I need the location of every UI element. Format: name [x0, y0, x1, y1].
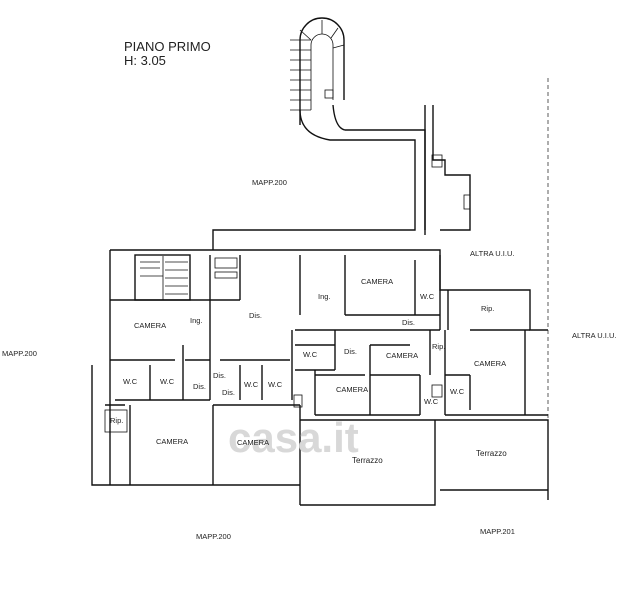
- plan-height: H: 3.05: [124, 53, 166, 68]
- label-dis-5: Dis.: [193, 382, 206, 391]
- room-labels: MAPP.200 MAPP.200 MAPP.200 MAPP.201 ALTR…: [2, 178, 616, 541]
- plan-title: PIANO PRIMO: [124, 39, 211, 54]
- label-dis-4: Dis.: [213, 371, 226, 380]
- label-wc-6: W.C: [268, 380, 283, 389]
- label-dis-2: Dis.: [402, 318, 415, 327]
- internal-walls: [104, 254, 548, 485]
- label-wc-2: W.C: [303, 350, 318, 359]
- label-mapp-200-bottom: MAPP.200: [196, 532, 231, 541]
- watermark: casa.it: [228, 414, 359, 461]
- label-wc-3: W.C: [123, 377, 138, 386]
- label-ing-1: Ing.: [318, 292, 331, 301]
- label-camera-2: CAMERA: [134, 321, 166, 330]
- label-altra-uiu-right: ALTRA U.I.U.: [572, 331, 616, 340]
- label-wc-4: W.C: [160, 377, 175, 386]
- label-ing-2: Ing.: [190, 316, 203, 325]
- label-camera-4: CAMERA: [474, 359, 506, 368]
- label-mapp-201: MAPP.201: [480, 527, 515, 536]
- label-wc-8: W.C: [424, 397, 439, 406]
- label-camera-3: CAMERA: [386, 351, 418, 360]
- label-camera-5: CAMERA: [336, 385, 368, 394]
- label-mapp-200-top: MAPP.200: [252, 178, 287, 187]
- label-dis-3: Dis.: [344, 347, 357, 356]
- label-wc-7: W.C: [450, 387, 465, 396]
- label-altra-uiu-top: ALTRA U.I.U.: [470, 249, 514, 258]
- label-rip-3: Rip.: [110, 416, 123, 425]
- label-camera-1: CAMERA: [361, 277, 393, 286]
- label-dis-1: Dis.: [249, 311, 262, 320]
- label-mapp-200-left: MAPP.200: [2, 349, 37, 358]
- label-camera-7: CAMERA: [237, 438, 269, 447]
- label-wc-5: W.C: [244, 380, 259, 389]
- label-terrazzo-2: Terrazzo: [476, 449, 507, 458]
- label-rip-2: Rip.: [432, 342, 445, 351]
- spiral-staircase: [212, 17, 426, 250]
- right-boundary-walls: [424, 78, 549, 500]
- label-terrazzo-1: Terrazzo: [352, 456, 383, 465]
- label-dis-6: Dis.: [222, 388, 235, 397]
- building-outline: [91, 249, 549, 506]
- label-wc-1: W.C: [420, 292, 435, 301]
- label-camera-6: CAMERA: [156, 437, 188, 446]
- label-rip-1: Rip.: [481, 304, 494, 313]
